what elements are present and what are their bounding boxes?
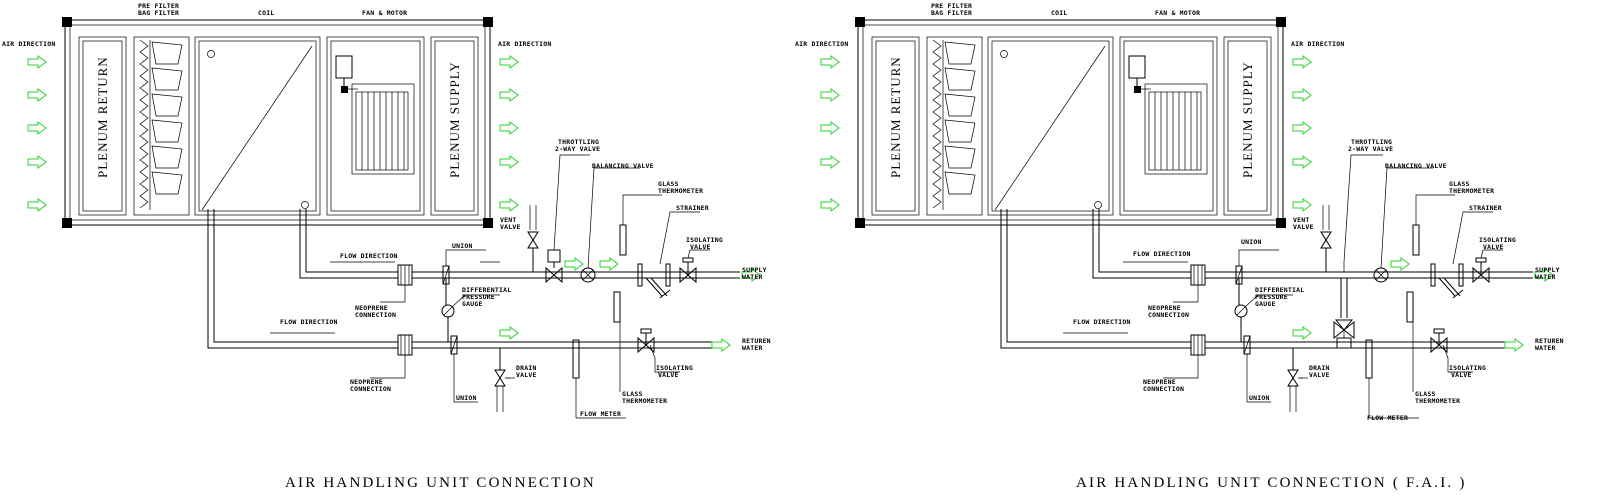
vent-valve-label: VENT	[1293, 216, 1309, 224]
neoprene-top-label-2: CONNECTION	[355, 311, 396, 319]
diagram-title: AIR HANDLING UNIT CONNECTION	[285, 475, 596, 491]
neoprene-top-label-2: CONNECTION	[1148, 311, 1189, 319]
bag-filter-label: BAG FILTER	[931, 9, 972, 17]
air-direction-in-label: AIR DIRECTION	[2, 40, 55, 48]
balancing-valve-label: BALANCING VALVE	[592, 162, 654, 170]
gauge-label: GAUGE	[1255, 300, 1276, 308]
flow-direction-bottom-label: FLOW DIRECTION	[280, 318, 338, 326]
valve-arrangement-standard	[480, 154, 761, 284]
isolating-top-label-2: VALVE	[1483, 243, 1504, 251]
isolating-top-label: ISOLATING	[1479, 236, 1516, 244]
air-direction-out-label: AIR DIRECTION	[498, 40, 551, 48]
two-way-valve-label: 2-WAY VALVE	[1348, 145, 1393, 153]
glass-thermometer-bottom-label: GLASS	[622, 390, 643, 398]
neoprene-bottom-label: NEOPRENE	[350, 378, 383, 386]
return-water-label: RETUREN	[1535, 337, 1564, 345]
union-top-label: UNION	[1241, 238, 1262, 246]
diagram-title: AIR HANDLING UNIT CONNECTION ( F.A.I. )	[1076, 475, 1467, 491]
neoprene-bottom-label-2: CONNECTION	[1143, 385, 1184, 393]
glass-thermometer-bottom-label: GLASS	[1415, 390, 1436, 398]
glass-thermometer-top-label: GLASS	[1449, 180, 1470, 188]
glass-thermometer-top-label-2: THERMOMETER	[658, 187, 703, 195]
two-way-valve-label: 2-WAY VALVE	[555, 145, 600, 153]
air-direction-in-label: AIR DIRECTION	[795, 40, 848, 48]
neoprene-bottom-label: NEOPRENE	[1143, 378, 1176, 386]
pre-filter-label: PRE FILTER	[931, 2, 972, 10]
throttling-label: THROTTLING	[1351, 138, 1392, 146]
isolating-bottom-label-2: VALVE	[1451, 371, 1472, 379]
vent-valve-label: VENT	[500, 216, 516, 224]
return-water-label: RETUREN	[742, 337, 771, 345]
plenum-supply-label: PLENUM SUPPLY	[1240, 61, 1255, 178]
plenum-return-label: PLENUM RETURN	[888, 56, 903, 178]
coil-label: COIL	[1051, 9, 1067, 17]
supply-water-label-2: WATER	[1535, 273, 1556, 281]
drain-valve-label-2: VALVE	[516, 371, 537, 379]
glass-thermometer-top-label: GLASS	[658, 180, 679, 188]
ahu-drawing-standard	[27, 17, 761, 419]
glass-thermometer-bottom-label-2: THERMOMETER	[622, 397, 667, 405]
bag-filter-label: BAG FILTER	[138, 9, 179, 17]
valve-arrangement-fai	[1333, 154, 1554, 349]
differential-label: DIFFERENTIAL	[462, 286, 511, 294]
throttling-label: THROTTLING	[558, 138, 599, 146]
neoprene-bottom-label-2: CONNECTION	[350, 385, 391, 393]
drain-label: DRAIN	[516, 364, 537, 372]
diagram-fai: PRE FILTER BAG FILTER COIL FAN & MOTOR A…	[795, 2, 1564, 491]
gauge-label: GAUGE	[462, 300, 483, 308]
flow-meter-label: FLOW METER	[1367, 414, 1408, 422]
strainer-label: STRAINER	[1469, 204, 1502, 212]
pre-filter-label: PRE FILTER	[138, 2, 179, 10]
differential-label: DIFFERENTIAL	[1255, 286, 1304, 294]
ahu-diagram	[820, 17, 1533, 419]
isolating-top-label: ISOLATING	[686, 236, 723, 244]
glass-thermometer-bottom-label-2: THERMOMETER	[1415, 397, 1460, 405]
supply-water-label: SUPPLY	[1535, 266, 1560, 274]
flow-meter-label: FLOW METER	[580, 410, 621, 418]
flow-direction-top-label: FLOW DIRECTION	[340, 252, 398, 260]
supply-water-label-2: WATER	[742, 273, 763, 281]
supply-water-label: SUPPLY	[742, 266, 767, 274]
flow-direction-top-label: FLOW DIRECTION	[1133, 250, 1191, 258]
balancing-valve-label: BALANCING VALVE	[1385, 162, 1447, 170]
strainer-label: STRAINER	[676, 204, 709, 212]
vent-valve-label-2: VALVE	[500, 223, 521, 231]
return-water-label-2: WATER	[742, 344, 763, 352]
neoprene-top-label: NEOPRENE	[1148, 304, 1181, 312]
union-bottom-label: UNION	[456, 394, 477, 402]
glass-thermometer-top-label-2: THERMOMETER	[1449, 187, 1494, 195]
union-bottom-label: UNION	[1249, 394, 1270, 402]
diagram-standard: PRE FILTER BAG FILTER COIL FAN & MOTOR A…	[2, 2, 771, 491]
drain-valve-label-2: VALVE	[1309, 371, 1330, 379]
isolating-bottom-label: ISOLATING	[656, 364, 693, 372]
union-top-label: UNION	[452, 242, 473, 250]
return-water-label-2: WATER	[1535, 344, 1556, 352]
pressure-label: PRESSURE	[462, 293, 495, 301]
isolating-top-label-2: VALVE	[690, 243, 711, 251]
ahu-diagram	[27, 17, 740, 419]
plenum-return-label: PLENUM RETURN	[95, 56, 110, 178]
drain-label: DRAIN	[1309, 364, 1330, 372]
coil-label: COIL	[258, 9, 274, 17]
fan-motor-label: FAN & MOTOR	[1155, 9, 1200, 17]
fan-motor-label: FAN & MOTOR	[362, 9, 407, 17]
plenum-supply-label: PLENUM SUPPLY	[447, 61, 462, 178]
vent-valve-label-2: VALVE	[1293, 223, 1314, 231]
pressure-label: PRESSURE	[1255, 293, 1288, 301]
isolating-bottom-label: ISOLATING	[1449, 364, 1486, 372]
ahu-drawing-fai	[820, 17, 1554, 419]
neoprene-top-label: NEOPRENE	[355, 304, 388, 312]
air-direction-out-label: AIR DIRECTION	[1291, 40, 1344, 48]
flow-direction-bottom-label: FLOW DIRECTION	[1073, 318, 1131, 326]
isolating-bottom-label-2: VALVE	[658, 371, 679, 379]
